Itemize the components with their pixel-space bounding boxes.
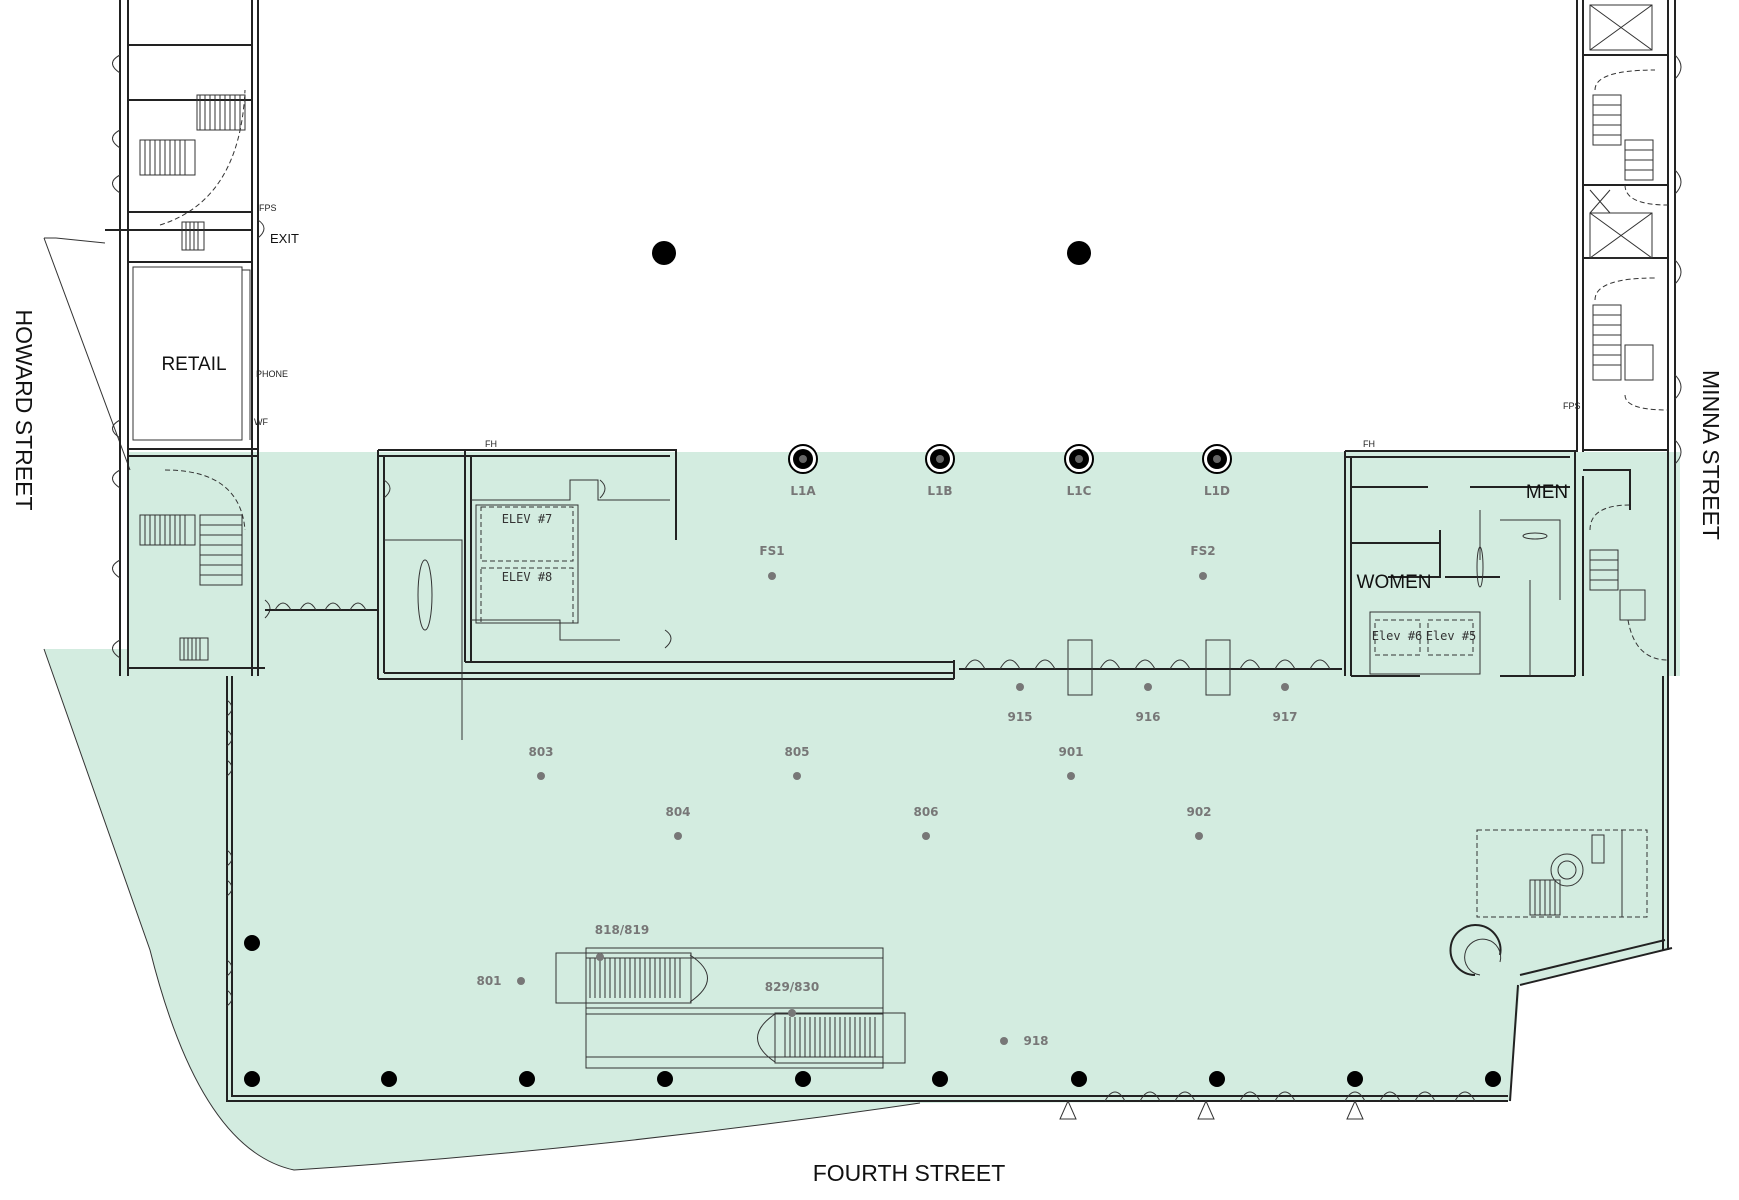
location-901: 901 (1058, 745, 1083, 759)
column (795, 1071, 811, 1087)
escalator-829-830 (757, 1012, 906, 1064)
column (1209, 1071, 1225, 1087)
column (1071, 1071, 1087, 1087)
howard-setback-line (43, 237, 131, 471)
fh-label-right: FH (1363, 439, 1375, 449)
left-building (105, 0, 271, 676)
fps-label-right: FPS (1563, 401, 1581, 411)
location-803: 803 (528, 745, 553, 759)
fps-label-left: FPS (259, 203, 277, 213)
escalator-818-819 (555, 952, 708, 1004)
location-801: 801 (476, 974, 501, 988)
location-902: 902 (1186, 805, 1211, 819)
columns (244, 241, 1501, 1087)
right-building (1576, 0, 1682, 676)
exterior-walls (226, 676, 1673, 1120)
stair-feature (1449, 829, 1648, 976)
location-markers: FS1 FS2 915 916 917 803 805 901 804 806 … (476, 544, 1297, 1048)
elevator-7-label: ELEV #7 (502, 512, 553, 526)
column (381, 1071, 397, 1087)
column (932, 1071, 948, 1087)
location-818-819: 818/819 (595, 923, 649, 937)
column (519, 1071, 535, 1087)
column-l1c: L1C (1064, 444, 1094, 498)
location-fs2: FS2 (1190, 544, 1215, 558)
elevator-8-label: ELEV #8 (502, 570, 553, 584)
highlighted-zone (44, 452, 1680, 1170)
column-l1d: L1D (1202, 444, 1232, 498)
column (1347, 1071, 1363, 1087)
restroom-block (1344, 450, 1576, 677)
location-804: 804 (665, 805, 690, 819)
location-916: 916 (1135, 710, 1160, 724)
location-918: 918 (1023, 1034, 1048, 1048)
column-label: L1A (790, 484, 816, 498)
street-label-howard: HOWARD STREET (11, 309, 37, 510)
column (244, 1071, 260, 1087)
column (1485, 1071, 1501, 1087)
street-label-minna: MINNA STREET (1698, 370, 1724, 540)
column (244, 935, 260, 951)
elevator-7-car (480, 506, 574, 562)
column (657, 1071, 673, 1087)
column-l1b: L1B (925, 444, 955, 498)
phone-label: PHONE (256, 369, 288, 379)
location-806: 806 (913, 805, 938, 819)
column-label: L1D (1204, 484, 1230, 498)
column (652, 241, 676, 265)
location-fs1: FS1 (759, 544, 784, 558)
escalator-bank (555, 947, 906, 1069)
storefront-doors (959, 639, 1342, 696)
room-label-men: MEN (1526, 482, 1568, 503)
core-block (377, 449, 955, 740)
room-label-retail: RETAIL (161, 354, 226, 375)
stair-lower (139, 469, 246, 661)
wf-label: WF (254, 417, 268, 427)
elevator-6-label: Elev #6 (1372, 629, 1423, 643)
street-label-fourth: FOURTH STREET (813, 1160, 1006, 1186)
room-label-women: WOMEN (1357, 572, 1432, 593)
location-917: 917 (1272, 710, 1297, 724)
exit-label: EXIT (270, 231, 299, 246)
location-805: 805 (784, 745, 809, 759)
column-label: L1C (1067, 484, 1092, 498)
elevator-5-label: Elev #5 (1426, 629, 1477, 643)
location-829-830: 829/830 (765, 980, 819, 994)
stair-top (139, 89, 246, 251)
labeled-columns: L1A L1B L1C L1D (788, 444, 1232, 498)
sink-fixture (417, 559, 433, 631)
fh-label-left: FH (485, 439, 497, 449)
column-l1a: L1A (788, 444, 818, 498)
site-boundary (43, 648, 921, 1171)
column (1067, 241, 1091, 265)
column-label: L1B (927, 484, 952, 498)
location-915: 915 (1007, 710, 1032, 724)
elevator-8-car (480, 567, 574, 624)
